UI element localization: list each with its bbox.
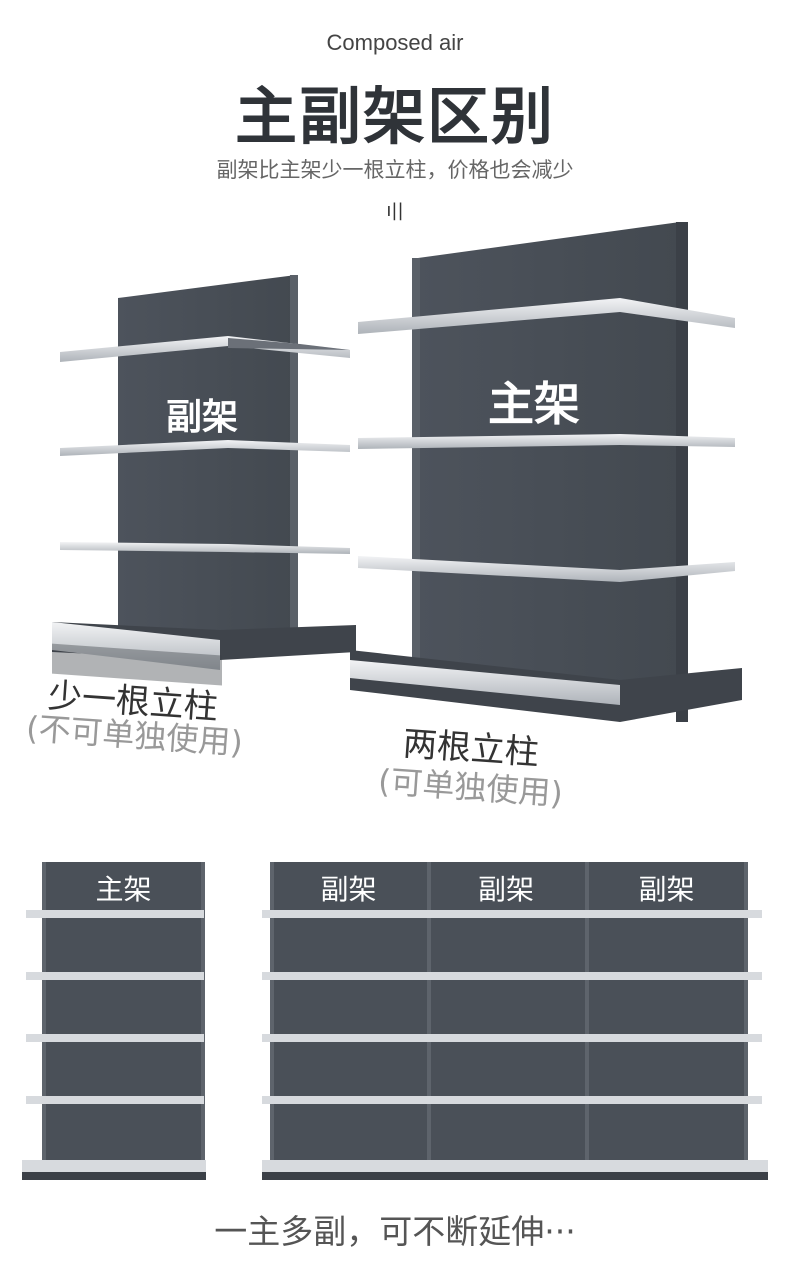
tagline: 副架比主架少一根立柱，价格也会减少	[216, 158, 574, 182]
main-shelf-3d	[350, 222, 742, 722]
secondary-overlay-label: 副架	[166, 397, 239, 438]
front-secondary-label-3: 副架	[638, 873, 695, 906]
separator-marks: ı||	[386, 200, 404, 221]
main-overlay-label: 主架	[488, 377, 580, 431]
front-main-label: 主架	[95, 873, 152, 906]
footer-caption: 一主多副，可不断延伸···	[214, 1212, 576, 1251]
secondary-shelf-3d	[52, 275, 356, 686]
front-secondary-label-1: 副架	[320, 873, 377, 906]
page-title: 主副架区别	[234, 80, 555, 153]
front-secondary-label-2: 副架	[477, 873, 534, 906]
main-shelf-front	[22, 862, 206, 1180]
secondary-shelves-front	[262, 862, 768, 1180]
subtitle-english: Composed air	[326, 30, 464, 55]
